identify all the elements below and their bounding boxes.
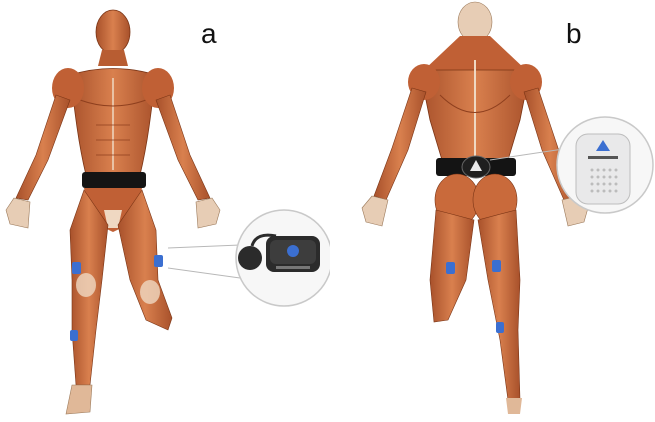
sensor-left-shank <box>70 330 78 341</box>
sensor-right-thigh-back <box>492 260 501 272</box>
panel-posterior: b <box>330 0 655 422</box>
wearable-device-icon-back <box>576 134 630 204</box>
anterior-muscle-figure <box>0 0 330 422</box>
panel-label-a: a <box>201 20 217 48</box>
waist-belt <box>82 172 146 188</box>
sensor-left-thigh <box>72 262 81 274</box>
posterior-muscle-figure <box>330 0 655 422</box>
sensor-left-thigh-back <box>446 262 455 274</box>
panel-label-b: b <box>566 20 582 48</box>
sensor-right-thigh <box>154 255 163 267</box>
panel-anterior: a <box>0 0 330 422</box>
sensor-right-calf <box>496 322 504 333</box>
